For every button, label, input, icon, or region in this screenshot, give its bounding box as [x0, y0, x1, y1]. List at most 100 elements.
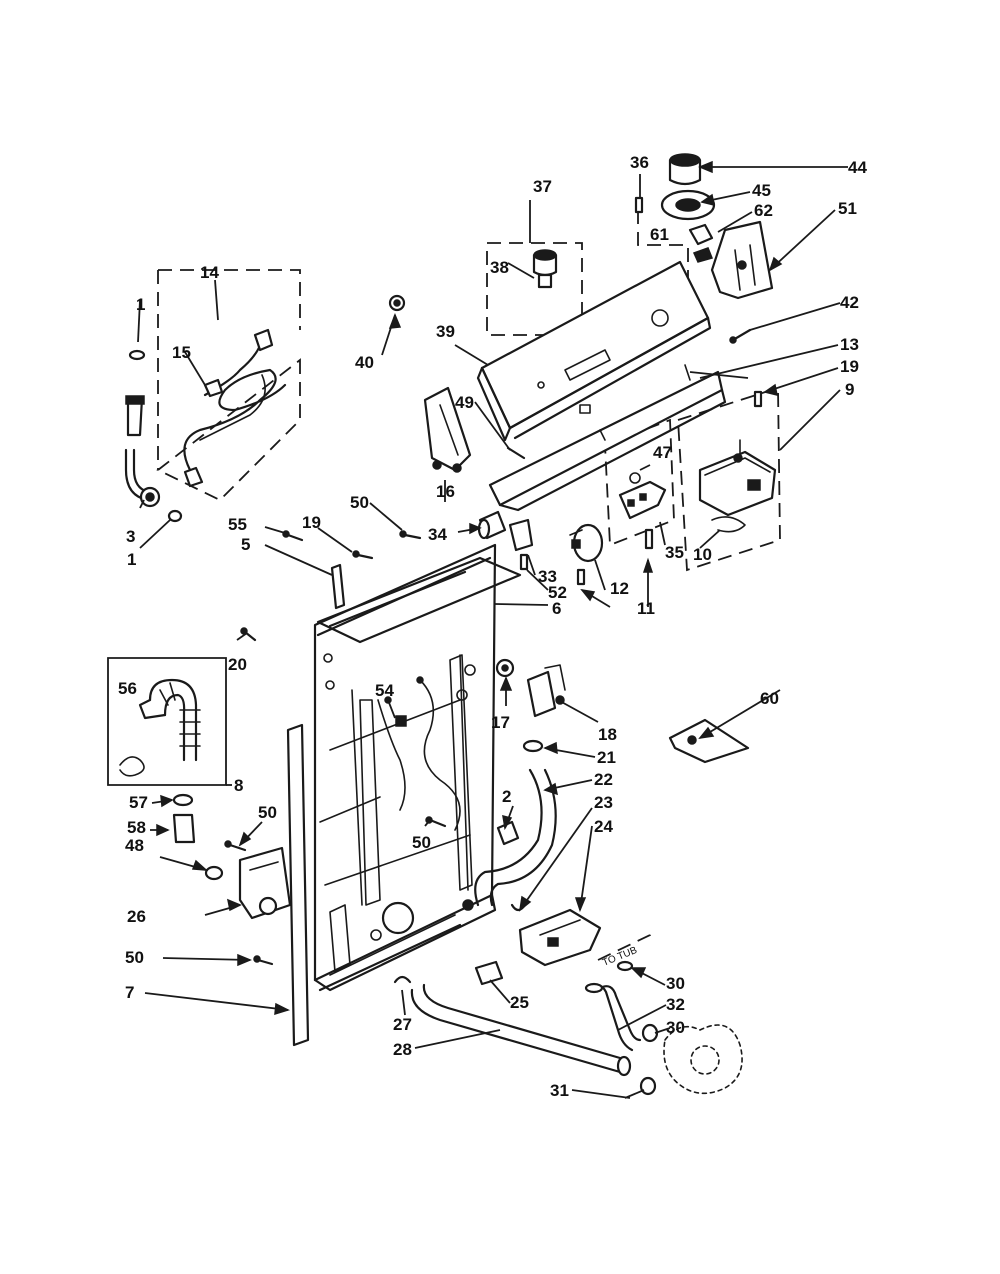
callout-31: 31 [550, 1081, 569, 1100]
callout-40: 40 [355, 353, 374, 372]
callout-34: 34 [428, 525, 447, 544]
grommet-25 [474, 960, 504, 986]
callout-16: 16 [436, 482, 455, 501]
pump-body [663, 1024, 743, 1095]
callout-24: 24 [594, 817, 613, 836]
callout-45: 45 [752, 181, 771, 200]
callout-labels: 44 36 45 62 61 51 37 38 42 39 13 19 9 14… [118, 153, 867, 1100]
callout-33: 33 [538, 567, 557, 586]
ball-part [381, 901, 415, 935]
callout-50-bottom: 50 [125, 948, 144, 967]
screw-19-left [352, 550, 374, 560]
power-cord-14 [183, 328, 287, 488]
callout-5: 5 [241, 535, 250, 554]
clip-27 [393, 975, 412, 984]
callout-51: 51 [838, 199, 857, 218]
washer-1-top [128, 349, 146, 361]
callout-19-right: 19 [840, 357, 859, 376]
switch-35 [618, 472, 667, 520]
callout-21: 21 [597, 748, 616, 767]
clip-49 [506, 446, 526, 460]
valve-18 [526, 664, 566, 718]
washer-48 [204, 865, 224, 881]
clip-36 [634, 196, 644, 214]
hose-22 [474, 768, 557, 907]
callout-6: 6 [552, 599, 561, 618]
screw-50-mid [224, 840, 247, 852]
hose-28 [410, 983, 632, 1077]
group-box-8 [107, 657, 227, 786]
skirt-45 [660, 189, 716, 221]
callout-62: 62 [754, 201, 773, 220]
group-box-to-tub [597, 930, 651, 961]
screw-20 [240, 627, 257, 642]
callout-58: 58 [127, 818, 146, 837]
clamp-56 [119, 756, 145, 777]
callout-37: 37 [533, 177, 552, 196]
callout-14: 14 [200, 263, 219, 282]
control-bracket-13 [488, 364, 727, 512]
cabinet-frame [286, 543, 522, 1047]
clamp-31 [639, 1076, 657, 1096]
callout-55: 55 [228, 515, 247, 534]
drain-hose-8 [138, 678, 201, 762]
hose-32 [584, 982, 642, 1052]
callout-49: 49 [455, 393, 474, 412]
callout-60: 60 [760, 689, 779, 708]
clamp-30-mid [641, 1023, 659, 1043]
clip-2 [496, 820, 520, 846]
part-33 [508, 518, 534, 552]
leader-lines [137, 160, 848, 1099]
callout-32: 32 [666, 995, 685, 1014]
callout-54: 54 [375, 681, 394, 700]
callout-17: 17 [491, 713, 510, 732]
callout-20: 20 [228, 655, 247, 674]
grommet-17 [495, 658, 515, 678]
callout-56: 56 [118, 679, 137, 698]
callout-9: 9 [845, 380, 854, 399]
callout-42: 42 [840, 293, 859, 312]
screw-55 [282, 530, 304, 542]
part-61-62 [688, 223, 714, 263]
callout-10: 10 [693, 545, 712, 564]
timer-knob-wire-10 [711, 516, 746, 533]
knob-44 [668, 153, 702, 186]
bracket-60 [668, 718, 750, 764]
callout-25: 25 [510, 993, 529, 1012]
callout-11: 11 [637, 599, 655, 618]
callout-30-top: 30 [666, 974, 685, 993]
control-console-39 [476, 260, 712, 442]
screw-50-bottom [253, 955, 274, 966]
callout-28: 28 [393, 1040, 412, 1059]
nut-40 [388, 294, 406, 312]
clamp-15 [203, 378, 224, 398]
callout-50-top: 50 [350, 493, 369, 512]
callout-13: 13 [840, 335, 859, 354]
screw-42 [729, 328, 752, 344]
bracket-51 [710, 220, 774, 300]
knob-38 [532, 249, 558, 289]
callout-39: 39 [436, 322, 455, 341]
group-box-9 [677, 386, 781, 572]
callout-7: 7 [125, 983, 134, 1002]
callout-50-inner: 50 [412, 833, 431, 852]
callout-57: 57 [129, 793, 148, 812]
callout-19-left: 19 [302, 513, 321, 532]
roller-34 [477, 510, 507, 540]
callout-52: 52 [548, 583, 567, 602]
callout-1-top: 1 [136, 295, 145, 314]
screw-50-inner [425, 816, 447, 828]
callout-18: 18 [598, 725, 617, 744]
bracket-24 [518, 908, 602, 967]
callout-47: 47 [653, 443, 672, 462]
screw-50-top [399, 530, 422, 540]
screw-52 [519, 553, 529, 571]
callout-23: 23 [594, 793, 613, 812]
callout-30-mid: 30 [666, 1018, 685, 1037]
timer-9 [698, 439, 777, 517]
washer-1-bottom [167, 509, 183, 523]
callout-35: 35 [665, 543, 684, 562]
wire-harness-54 [377, 679, 461, 831]
callout-22: 22 [594, 770, 613, 789]
